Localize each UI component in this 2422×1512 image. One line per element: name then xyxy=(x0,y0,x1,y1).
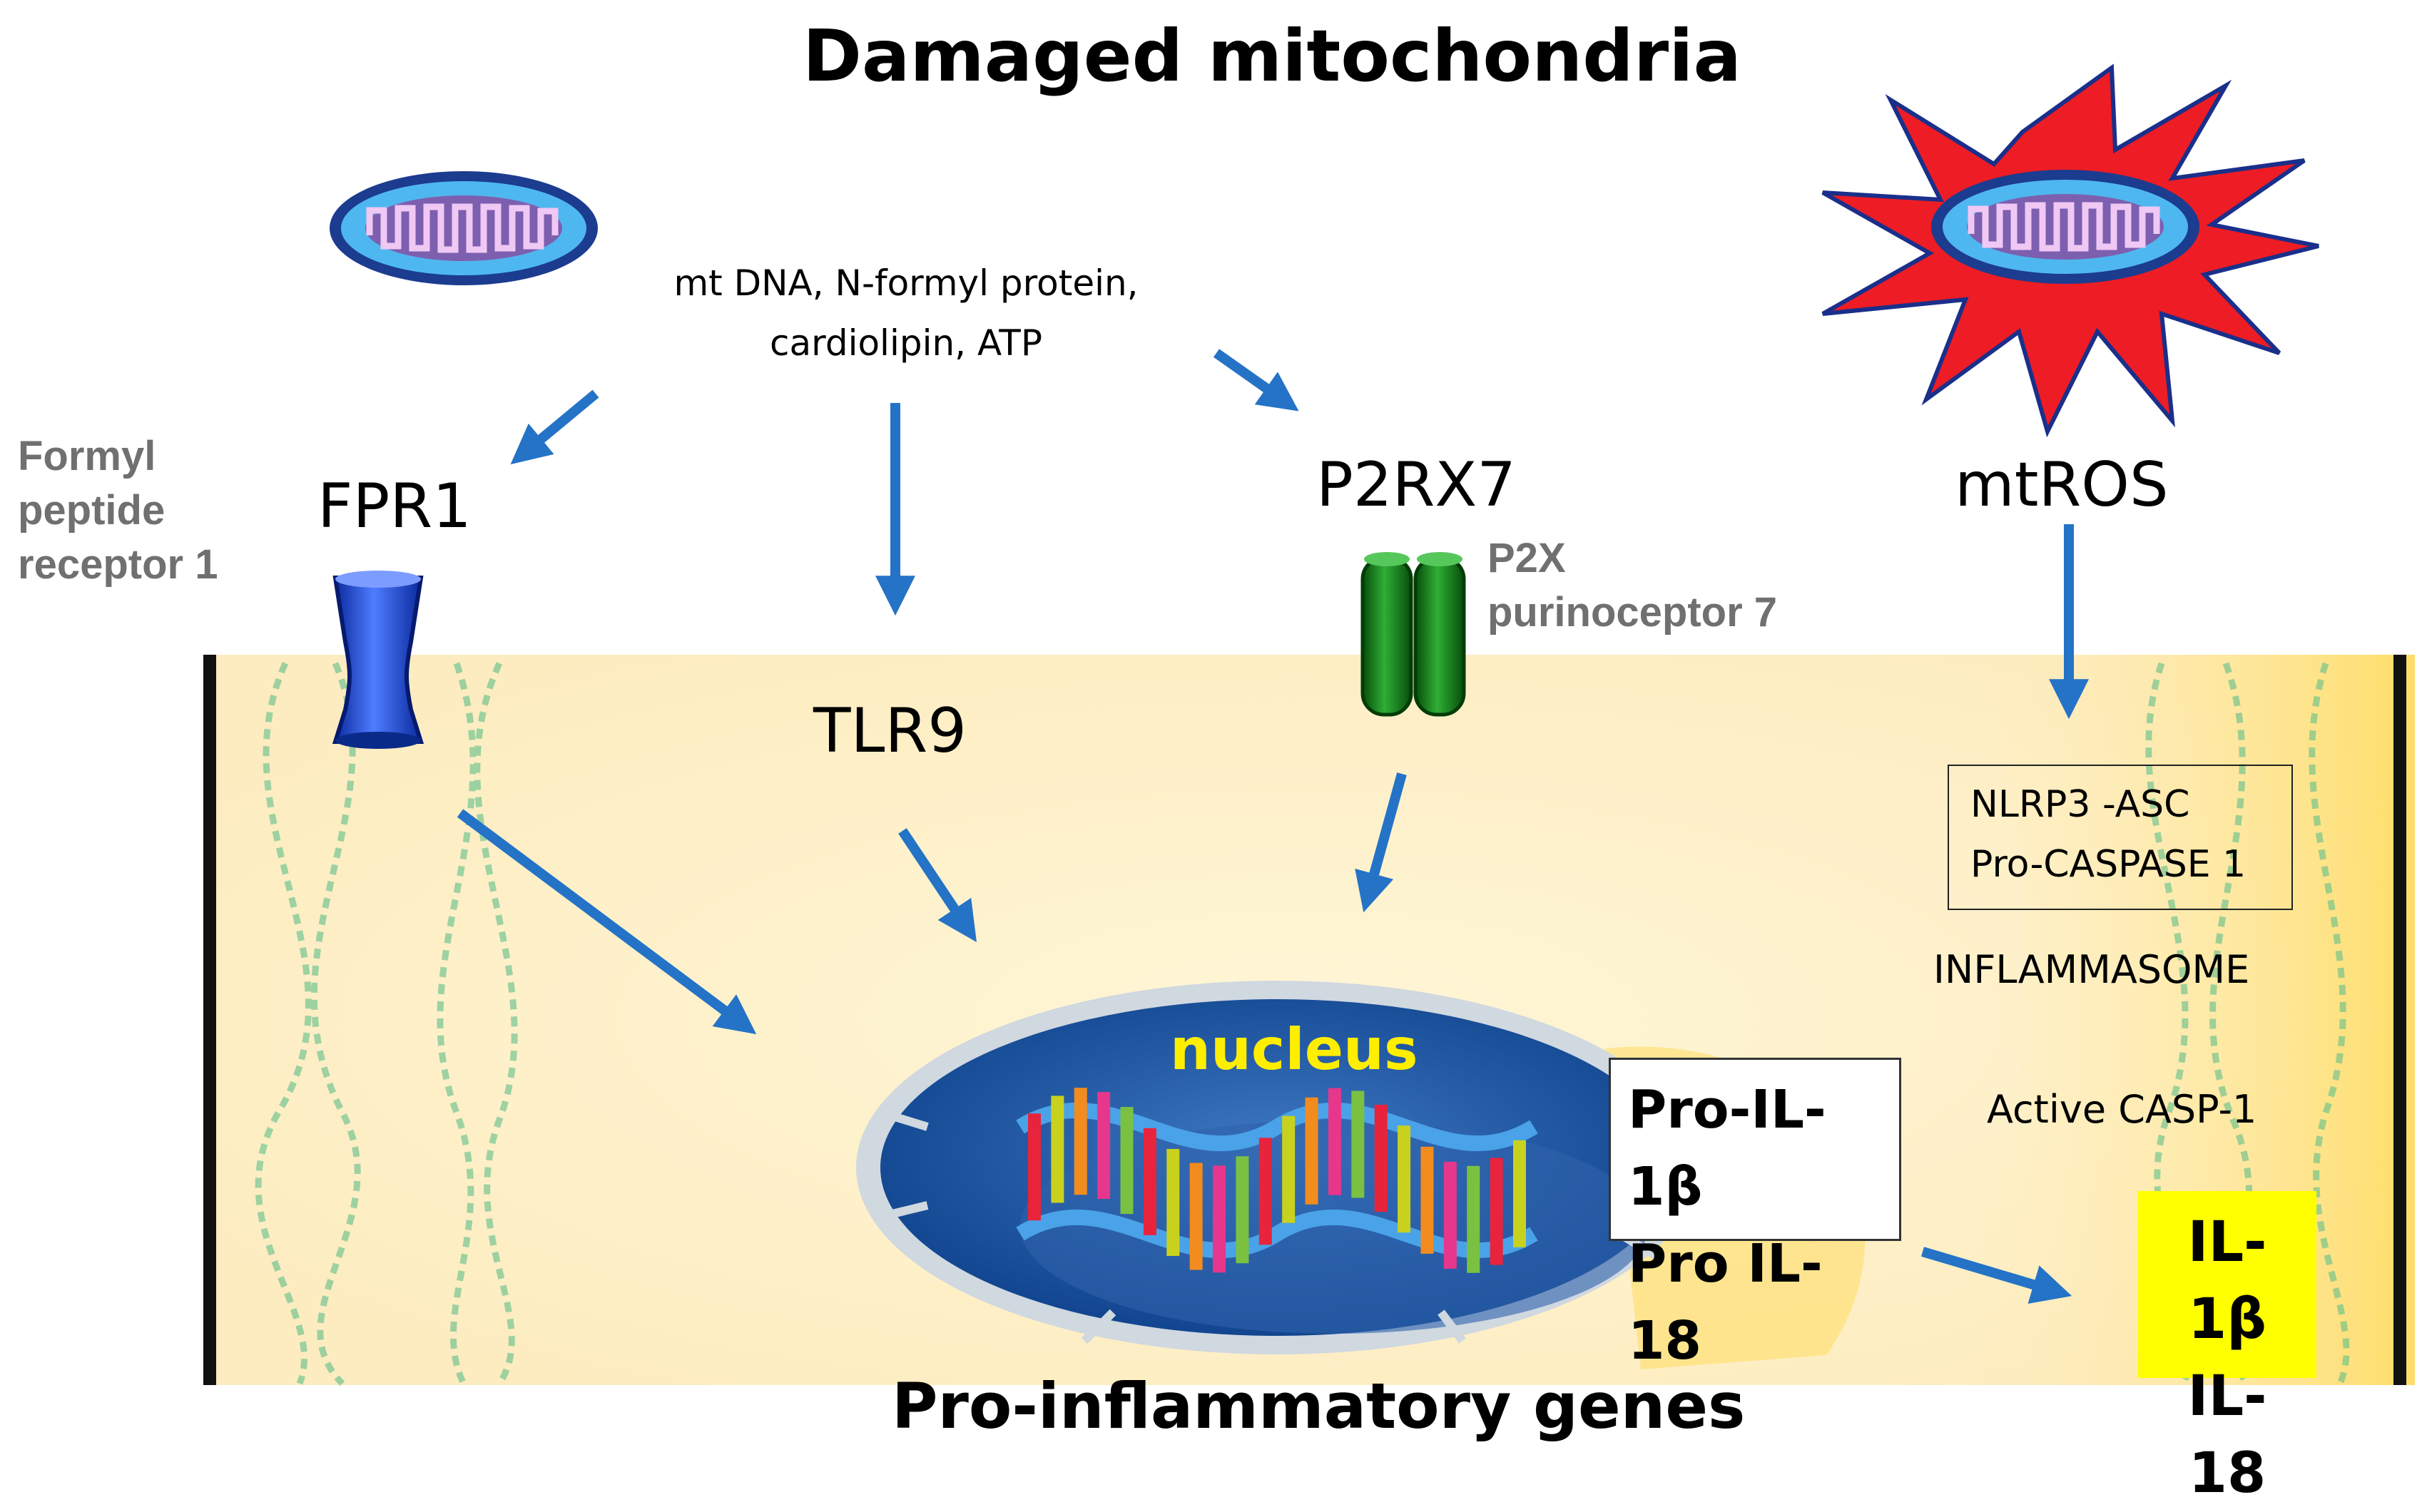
dna-base-pair xyxy=(1328,1088,1341,1195)
dna-base-pair xyxy=(1351,1090,1365,1198)
inflammasome-component-2: Pro-CASPASE 1 xyxy=(1970,843,2247,886)
inflammasome-components-box: NLRP3 -ASC Pro-CASPASE 1 xyxy=(1948,765,2293,910)
dna-base-pair xyxy=(1189,1163,1203,1270)
dna-base-pair xyxy=(1420,1146,1434,1254)
mediators-line-2: cardiolipin, ATP xyxy=(770,322,1042,364)
cytokine-2: IL-18 xyxy=(2187,1364,2267,1506)
dna-base-pair xyxy=(1513,1140,1526,1247)
inflammasome-label: INFLAMMASOME xyxy=(1933,947,2250,992)
mtros-label: mtROS xyxy=(1955,449,2169,521)
dna-base-pair xyxy=(1143,1128,1156,1235)
dna-base-pair xyxy=(1258,1138,1272,1245)
cytoskeleton-left xyxy=(255,662,518,1386)
arrow-pro-to-mature-cytokines xyxy=(1921,1247,2072,1304)
inflammasome-components-text: NLRP3 -ASC Pro-CASPASE 1 xyxy=(1970,775,2246,894)
cytokine-1: IL-1β xyxy=(2187,1210,2267,1352)
pro-cytokine-2: Pro IL-18 xyxy=(1628,1233,1823,1371)
nucleus-label: nucleus xyxy=(1170,1016,1418,1083)
dna-base-pair xyxy=(1236,1156,1249,1264)
fpr1-label: FPR1 xyxy=(317,471,472,542)
tlr9-label: TLR9 xyxy=(813,695,967,767)
dna-base-pair xyxy=(1374,1105,1388,1212)
dna-base-pair xyxy=(1467,1165,1480,1273)
dna-base-pair xyxy=(1120,1107,1134,1215)
fpr1-full-line-1: Formyl xyxy=(18,433,156,479)
inflammasome-component-1: NLRP3 -ASC xyxy=(1970,783,2190,826)
p2rx7-full-name: P2X purinoceptor 7 xyxy=(1487,531,1777,640)
cytokines-box: IL-1β IL-18 xyxy=(2138,1191,2316,1506)
dna-base-pair xyxy=(1166,1148,1180,1256)
membrane-right xyxy=(2393,655,2406,1385)
dna-base-pair xyxy=(1282,1115,1296,1223)
dna-base-pair xyxy=(1213,1165,1226,1273)
dna-base-pair xyxy=(1028,1113,1041,1221)
pro-cytokines-box: Pro-IL-1β Pro IL-18 xyxy=(1609,1058,1901,1371)
mitochondrial-mediators: mt DNA, N-formyl protein, cardiolipin, A… xyxy=(628,253,1184,373)
dna-base-pair xyxy=(1490,1158,1503,1265)
p2rx7-full-line-1: P2X xyxy=(1487,535,1566,581)
dna-base-pair xyxy=(1398,1125,1411,1233)
active-caspase-label: Active CASP-1 xyxy=(1987,1087,2257,1132)
pro-cytokine-1: Pro-IL-1β xyxy=(1628,1079,1826,1217)
p2rx7-full-line-2: purinoceptor 7 xyxy=(1487,589,1778,635)
dna-base-pair xyxy=(1097,1092,1111,1200)
arrow-fpr1-to-nucleus xyxy=(457,809,757,1035)
mediators-line-1: mt DNA, N-formyl protein, xyxy=(673,262,1139,304)
membrane-left xyxy=(203,655,216,1385)
page-title: Damaged mitochondria xyxy=(803,14,1741,98)
arrow-mediators-to-fpr1 xyxy=(510,389,599,465)
p2rx7-label: P2RX7 xyxy=(1316,449,1516,521)
mitochondrion-icon xyxy=(330,171,598,285)
ros-burst-icon xyxy=(1821,63,2319,438)
p2rx7-channel-icon xyxy=(1360,552,1466,717)
arrow-tlr9-to-nucleus xyxy=(898,828,977,942)
diagram-art xyxy=(203,63,2415,1386)
diagram-stage: Damaged mitochondria mt DNA, N-formyl pr… xyxy=(18,14,2415,1506)
dna-base-pair xyxy=(1074,1088,1087,1195)
dna-helix-icon xyxy=(1016,1088,1538,1273)
dna-base-pair xyxy=(1305,1097,1318,1205)
dna-base-pair xyxy=(1051,1095,1064,1203)
fpr1-receptor-icon xyxy=(332,571,424,749)
fpr1-full-line-3: receptor 1 xyxy=(18,541,218,588)
dna-base-pair xyxy=(1443,1161,1457,1269)
fpr1-full-name: Formyl peptide receptor 1 xyxy=(18,429,218,592)
arrow-mediators-to-p2rx7 xyxy=(1213,349,1299,412)
footer-title: Pro-inflammatory genes xyxy=(892,1369,1746,1443)
fpr1-full-line-2: peptide xyxy=(18,487,166,533)
pathway-arrows xyxy=(457,349,2089,1304)
arrow-p2rx7-to-nucleus xyxy=(1355,772,1407,913)
